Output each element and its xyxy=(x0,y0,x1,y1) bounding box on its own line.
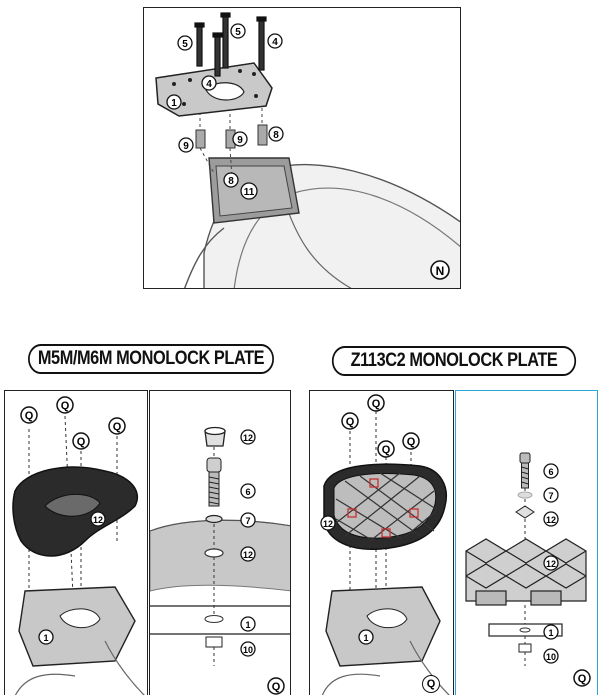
callout-5a: 5 xyxy=(182,39,188,50)
callout-1: 1 xyxy=(171,98,177,109)
top-assembly-drawing: 5 5 4 4 1 9 9 8 8 11 N xyxy=(155,12,460,288)
callout-12-plate: 12 xyxy=(243,550,253,560)
label-q-4: Q xyxy=(407,436,416,448)
callout-1: 1 xyxy=(363,633,368,643)
callout-1: 1 xyxy=(43,633,48,643)
callout-6: 6 xyxy=(245,487,250,497)
m5m-hardware-drawing: 12 6 7 12 1 10 Q xyxy=(150,426,290,695)
panel-letter-n: N xyxy=(436,264,445,278)
z113-right-callouts: 6 7 12 12 1 10 Q xyxy=(543,463,591,687)
z113-hardware-panel: 6 7 12 12 1 10 Q xyxy=(455,390,598,695)
m5m-right-callouts: 12 6 7 12 1 10 Q xyxy=(240,429,285,695)
callout-9b: 9 xyxy=(237,135,243,146)
z113-plate-drawing: Q Q Q Q 12 1 xyxy=(320,394,450,695)
callout-8b: 8 xyxy=(228,176,234,187)
top-assembly-panel: 5 5 4 4 1 9 9 8 8 11 N xyxy=(143,7,461,289)
top-callouts: 5 5 4 4 1 9 9 8 8 11 N xyxy=(166,23,450,280)
label-q-2: Q xyxy=(372,398,381,410)
callout-6: 6 xyxy=(548,467,553,477)
callout-7: 7 xyxy=(548,491,553,501)
callout-9a: 9 xyxy=(183,141,189,152)
title-z113c2: Z113C2 MONOLOCK PLATE xyxy=(331,346,577,376)
panel-letter-q: Q xyxy=(578,673,587,685)
label-q-4: Q xyxy=(113,421,122,433)
label-q-1: Q xyxy=(346,416,355,428)
callout-10: 10 xyxy=(546,652,556,662)
m5m-left-callouts: Q Q Q Q 12 1 xyxy=(20,396,126,645)
m5m-plate-panel: Q Q Q Q 12 1 xyxy=(4,390,148,695)
panel-letter-q: Q xyxy=(272,681,281,693)
callout-10: 10 xyxy=(243,645,253,655)
callout-12: 12 xyxy=(323,519,333,529)
callout-8a: 8 xyxy=(273,130,279,141)
callout-12-a: 12 xyxy=(546,515,556,525)
callout-1: 1 xyxy=(548,628,553,638)
m5m-hardware-panel: 12 6 7 12 1 10 Q xyxy=(149,390,291,695)
title-m5m-m6m: M5M/M6M MONOLOCK PLATE xyxy=(28,344,274,374)
z113-hardware-drawing: 6 7 12 12 1 10 Q xyxy=(465,452,591,687)
label-q-2: Q xyxy=(61,400,70,412)
z113-left-callouts: Q Q Q Q 12 1 xyxy=(320,394,420,645)
callout-5b: 5 xyxy=(235,27,241,38)
label-q-3: Q xyxy=(382,444,391,456)
callout-12-top: 12 xyxy=(243,433,253,443)
callout-4b: 4 xyxy=(206,79,212,90)
callout-12: 12 xyxy=(93,515,103,525)
label-q-1: Q xyxy=(25,410,34,422)
z113-panel-letter-q: Q xyxy=(422,675,440,693)
z113-plate-panel: Q Q Q Q 12 1 xyxy=(309,390,454,695)
callout-4a: 4 xyxy=(272,37,278,48)
callout-11: 11 xyxy=(244,187,255,198)
m5m-plate-drawing: Q Q Q Q 12 1 xyxy=(12,396,145,695)
callout-12-b: 12 xyxy=(546,559,556,569)
callout-7: 7 xyxy=(245,516,250,526)
label-q-3: Q xyxy=(77,436,86,448)
callout-1: 1 xyxy=(245,620,250,630)
